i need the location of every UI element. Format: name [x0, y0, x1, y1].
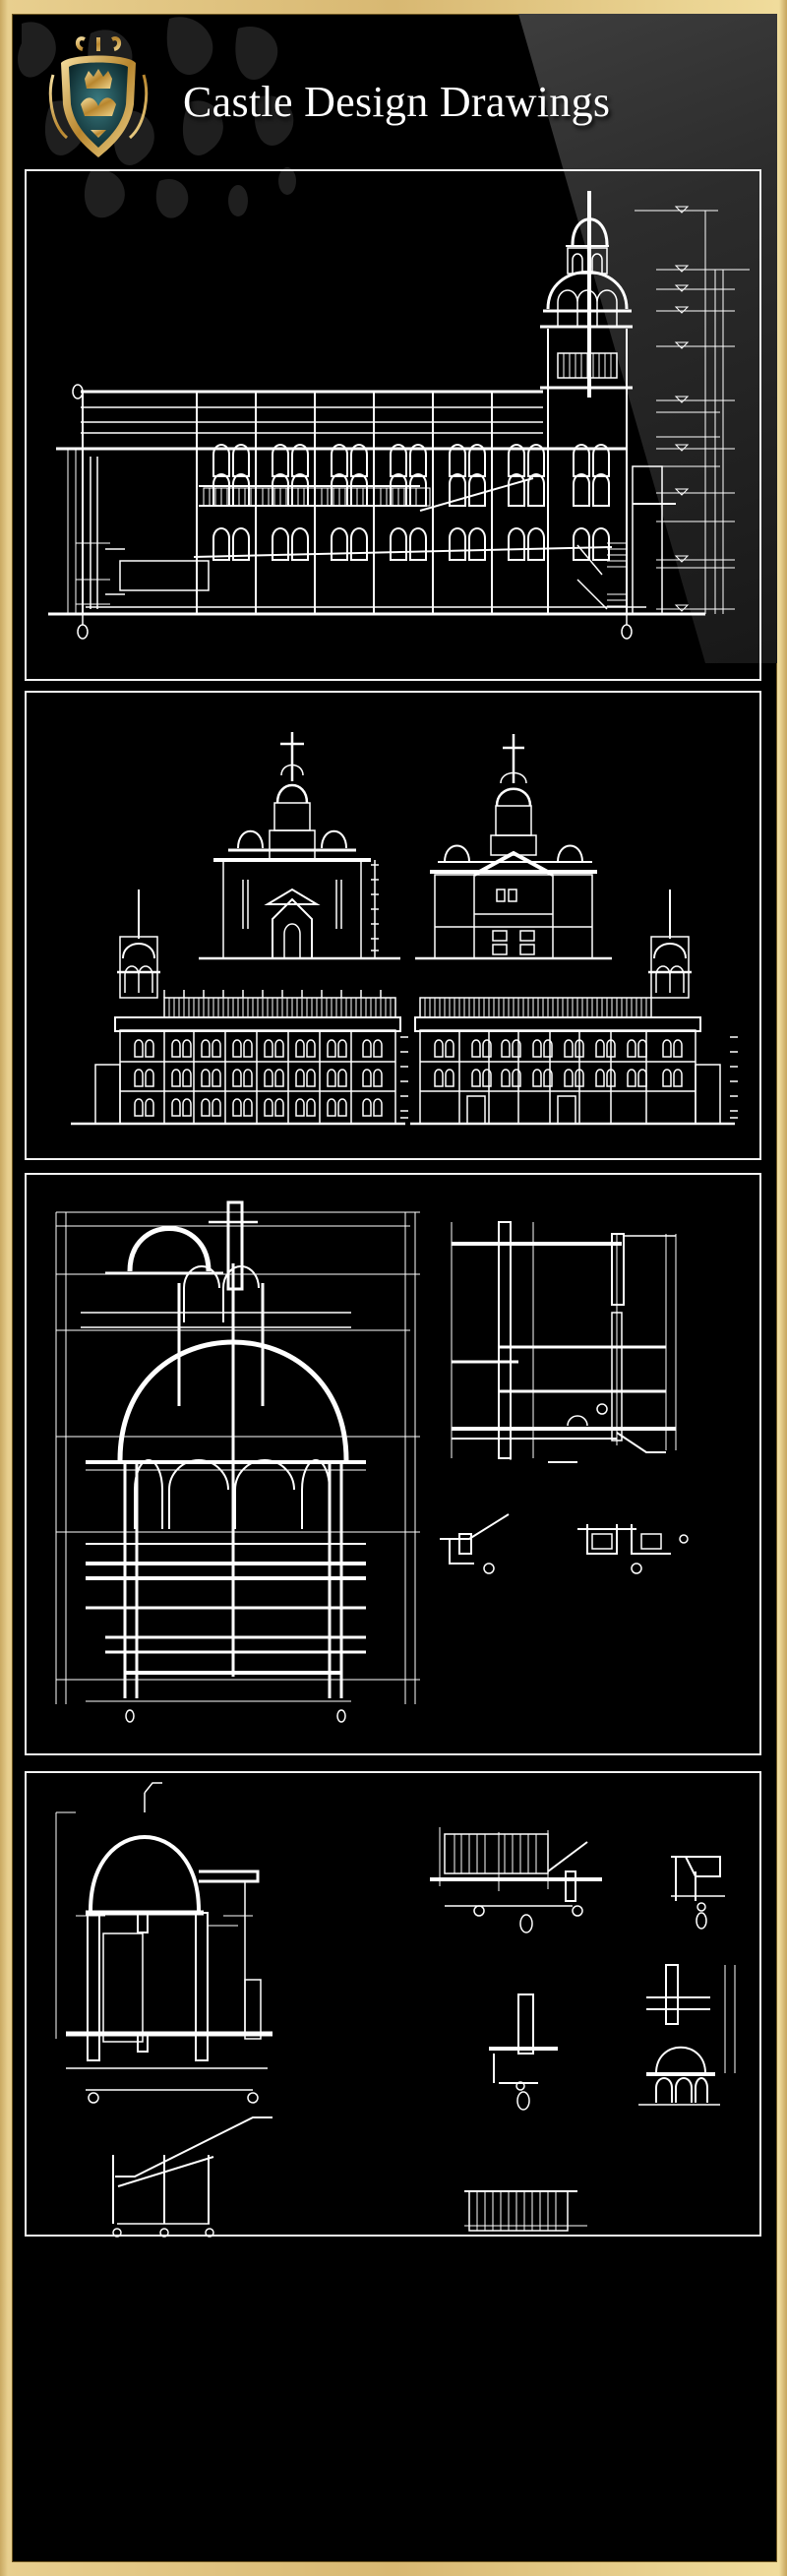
elevations-drawing — [71, 732, 738, 1126]
page-title: Castle Design Drawings — [183, 78, 611, 126]
left-side-elevation — [71, 889, 408, 1126]
rear-elevation — [415, 734, 612, 960]
page-canvas: Castle Design Drawings — [12, 14, 777, 2562]
heraldic-crest-icon — [48, 36, 149, 157]
drawing-panel-elevations — [25, 691, 761, 1160]
side-section-drawing — [48, 191, 750, 640]
pavilion-details-drawing — [55, 1782, 736, 2238]
dome-section-drawing — [55, 1200, 689, 1723]
front-elevation — [199, 732, 400, 960]
drawing-panel-dome-section — [25, 1173, 761, 1755]
right-side-elevation — [410, 889, 738, 1126]
drawing-panel-pavilion-details — [25, 1771, 761, 2238]
drawing-panel-side-section — [25, 169, 761, 681]
